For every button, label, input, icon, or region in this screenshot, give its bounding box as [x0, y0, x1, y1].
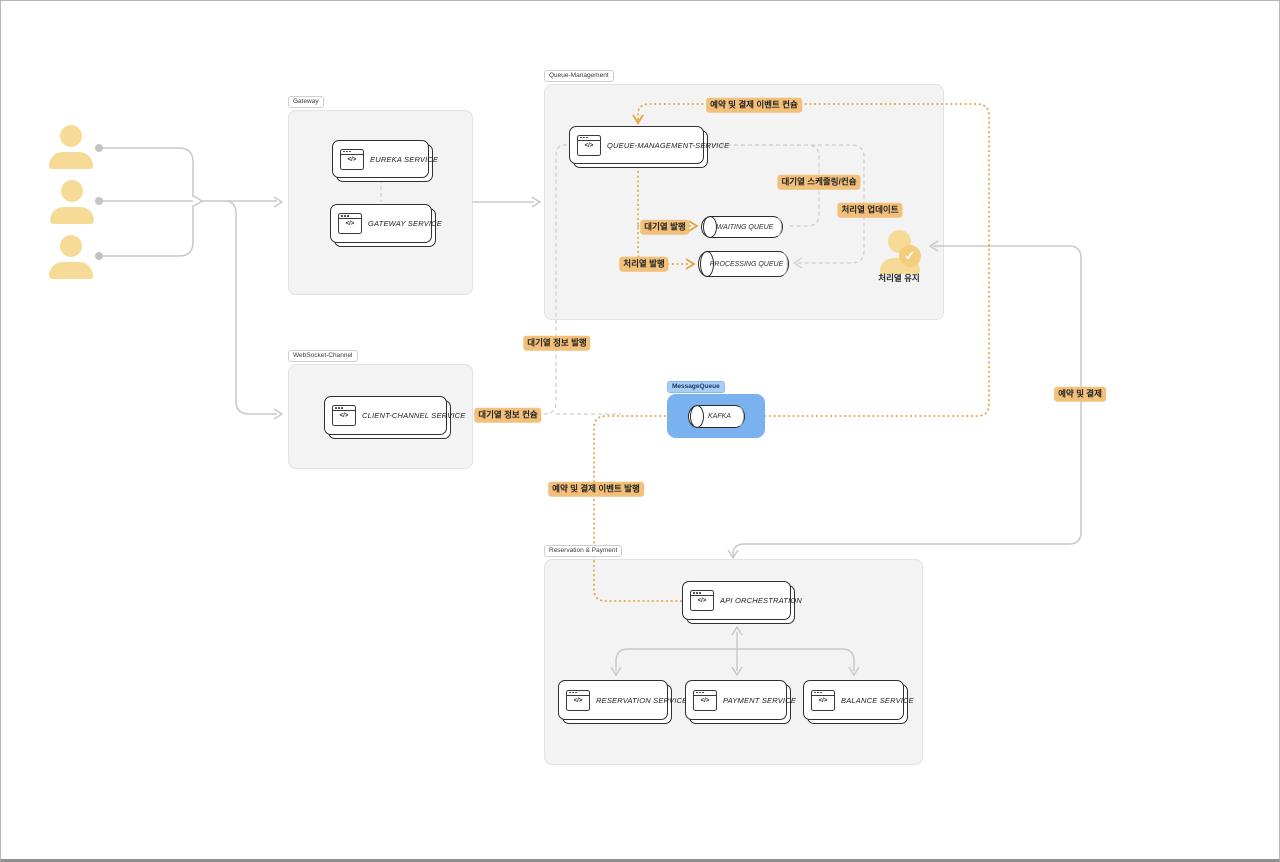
flow-label-queue-info-publish: 대기열 정보 발행 [523, 335, 591, 351]
cylinder-waiting-queue: WAITING QUEUE [701, 216, 783, 238]
browser-window-icon: </> [566, 689, 590, 711]
code-icon: </> [584, 142, 594, 149]
flow-label-processing-update: 처리열 업데이트 [837, 202, 903, 218]
browser-window-icon: </> [577, 134, 601, 156]
browser-window-icon: </> [811, 689, 835, 711]
group-tag-queue-management: Queue-Management [544, 70, 614, 83]
queue-name: PROCESSING QUEUE [709, 260, 784, 268]
service-name: QUEUE-MANAGEMENT-SERVICE [607, 140, 730, 150]
service-name: CLIENT-CHANNEL SERVICE [362, 411, 466, 420]
service-name: RESERVATION SERVICE [596, 695, 688, 705]
cylinder-cap-icon [703, 216, 717, 238]
node-payment-service: </> PAYMENT SERVICE [685, 680, 796, 724]
code-icon: </> [700, 697, 710, 704]
node-client-channel-service: </> CLIENT-CHANNEL SERVICE [324, 396, 465, 439]
line-start-dots [95, 144, 103, 260]
flow-label-waiting-publish: 대기열 발행 [640, 219, 690, 235]
group-tag-websocket-channel: WebSocket-Channel [288, 350, 358, 363]
service-name: EUREKA SERVICE [370, 154, 439, 164]
browser-window-icon: </> [693, 689, 717, 711]
cylinder-processing-queue: PROCESSING QUEUE [698, 251, 789, 277]
group-tag-reservation-payment: Reservation & Payment [544, 545, 623, 558]
flow-label-processing-publish: 처리열 발행 [619, 256, 669, 272]
group-gateway [288, 110, 473, 295]
code-icon: </> [345, 221, 355, 227]
code-icon: </> [573, 697, 583, 704]
queue-name: WAITING QUEUE [716, 223, 774, 231]
cylinder-cap-icon [738, 407, 744, 426]
code-icon: </> [697, 598, 707, 604]
check-badge-icon: ✓ [899, 245, 921, 267]
service-name: BALANCE SERVICE [841, 695, 914, 705]
browser-window-icon: </> [332, 405, 356, 426]
cylinder-cap-icon [700, 251, 714, 277]
node-gateway-service: </> GATEWAY SERVICE [330, 204, 442, 247]
node-reservation-service: </> RESERVATION SERVICE [558, 680, 687, 724]
browser-window-icon: </> [690, 590, 714, 611]
browser-window-icon: </> [340, 148, 364, 170]
flow-label-processing-keep: 처리열 유지 [878, 273, 920, 283]
node-queue-management-service: </> QUEUE-MANAGEMENT-SERVICE [569, 126, 729, 168]
node-balance-service: </> BALANCE SERVICE [803, 680, 914, 724]
group-tag-message-queue: MessageQueue [667, 381, 725, 394]
flow-label-queue-info-consume: 대기열 정보 컨슘 [474, 407, 542, 423]
cylinder-kafka: KAFKA [688, 405, 745, 428]
code-icon: </> [818, 697, 828, 704]
group-tag-gateway: Gateway [288, 96, 324, 109]
node-api-orchestration: </> API ORCHESTRATION [682, 581, 802, 624]
node-eureka-service: </> EUREKA SERVICE [332, 140, 438, 182]
cylinder-cap-icon [690, 405, 704, 428]
service-name: API ORCHESTRATION [720, 596, 803, 605]
flow-label-consume-event: 예약 및 결제 이벤트 컨슘 [706, 97, 802, 113]
flow-label-publish-event: 예약 및 결제 이벤트 발행 [548, 481, 644, 497]
code-icon: </> [347, 156, 357, 163]
service-name: GATEWAY SERVICE [368, 219, 442, 228]
queue-name: KAFKA [708, 413, 731, 420]
flow-label-queue-scheduling: 대기열 스케줄링/컨슘 [777, 174, 861, 190]
flow-label-reservation-payment: 예약 및 결제 [1054, 386, 1106, 402]
browser-window-icon: </> [338, 213, 362, 234]
service-name: PAYMENT SERVICE [723, 695, 797, 705]
code-icon: </> [339, 413, 349, 419]
